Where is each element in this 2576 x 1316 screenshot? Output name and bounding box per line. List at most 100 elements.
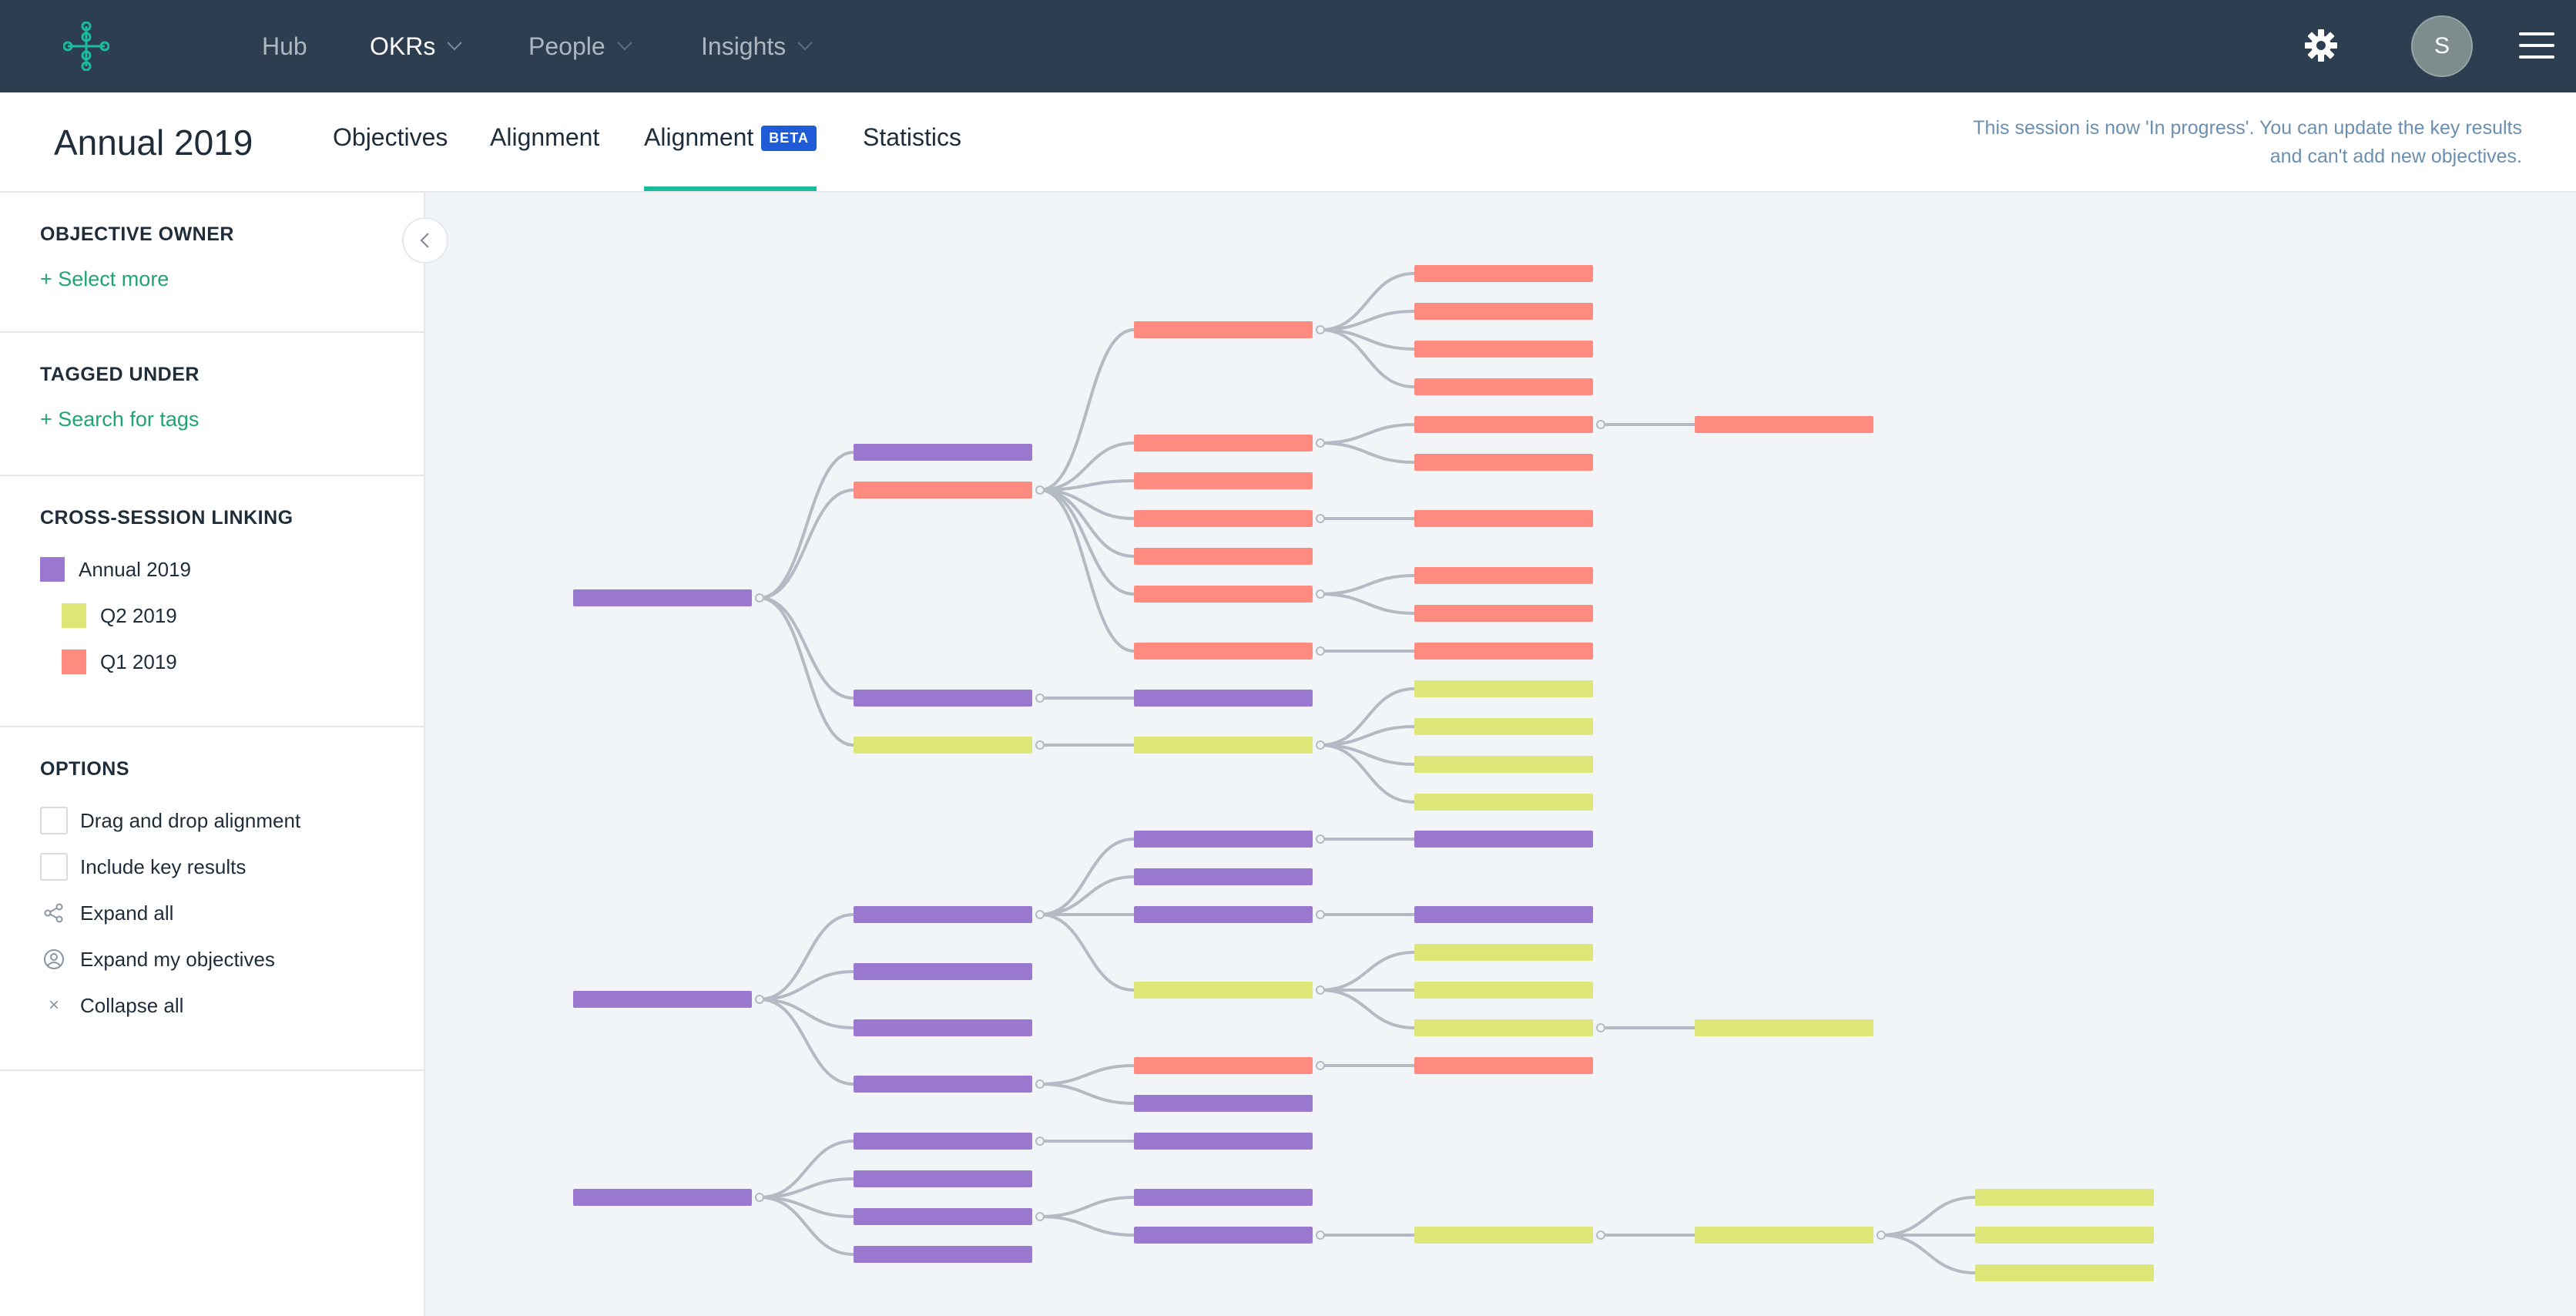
nav-insights[interactable]: Insights — [701, 29, 813, 63]
objective-node[interactable] — [573, 1189, 752, 1206]
objective-node[interactable] — [1414, 756, 1593, 773]
objective-node[interactable] — [854, 1019, 1032, 1036]
objective-node[interactable] — [1414, 643, 1593, 660]
expand-toggle[interactable] — [1316, 1061, 1325, 1070]
objective-node[interactable] — [1975, 1227, 2154, 1244]
objective-node[interactable] — [1414, 341, 1593, 358]
objective-node[interactable] — [573, 589, 752, 606]
objective-node[interactable] — [1414, 680, 1593, 697]
expand-toggle[interactable] — [1035, 1136, 1045, 1146]
expand-mine-option[interactable]: Expand my objectives — [40, 936, 424, 982]
objective-node[interactable] — [854, 482, 1032, 499]
objective-node[interactable] — [1134, 548, 1313, 565]
gear-icon[interactable] — [2303, 28, 2339, 63]
objective-node[interactable] — [1414, 982, 1593, 999]
objective-node[interactable] — [1134, 1057, 1313, 1074]
objective-node[interactable] — [1414, 605, 1593, 622]
logo-icon[interactable] — [63, 22, 109, 71]
nav-people[interactable]: People — [528, 29, 633, 63]
objective-node[interactable] — [1414, 378, 1593, 395]
select-more-link[interactable]: + Select more — [40, 267, 169, 290]
tab-statistics[interactable]: Statistics — [863, 123, 961, 191]
objective-node[interactable] — [1134, 472, 1313, 489]
avatar[interactable]: S — [2411, 15, 2473, 77]
objective-node[interactable] — [1414, 567, 1593, 584]
expand-toggle[interactable] — [1035, 485, 1045, 495]
objective-node[interactable] — [854, 1076, 1032, 1093]
objective-node[interactable] — [1975, 1189, 2154, 1206]
objective-node[interactable] — [1975, 1264, 2154, 1281]
include-kr-option[interactable]: Include key results — [40, 844, 424, 890]
objective-node[interactable] — [1134, 586, 1313, 603]
expand-toggle[interactable] — [1316, 834, 1325, 844]
objective-node[interactable] — [1414, 1019, 1593, 1036]
objective-node[interactable] — [854, 906, 1032, 923]
objective-node[interactable] — [854, 963, 1032, 980]
objective-node[interactable] — [1414, 718, 1593, 735]
objective-node[interactable] — [854, 737, 1032, 754]
expand-toggle[interactable] — [1035, 910, 1045, 919]
expand-toggle[interactable] — [1596, 1023, 1605, 1032]
expand-toggle[interactable] — [1035, 693, 1045, 703]
objective-node[interactable] — [1414, 265, 1593, 282]
expand-toggle[interactable] — [1316, 1230, 1325, 1240]
nav-okrs[interactable]: OKRs — [370, 29, 463, 63]
search-tags-link[interactable]: + Search for tags — [40, 408, 200, 431]
objective-node[interactable] — [1134, 1133, 1313, 1150]
expand-toggle[interactable] — [1316, 646, 1325, 656]
objective-node[interactable] — [1134, 435, 1313, 452]
objective-node[interactable] — [1695, 1019, 1873, 1036]
expand-toggle[interactable] — [755, 593, 764, 603]
objective-node[interactable] — [1695, 1227, 1873, 1244]
expand-toggle[interactable] — [1316, 325, 1325, 334]
objective-node[interactable] — [1134, 510, 1313, 527]
objective-node[interactable] — [1134, 737, 1313, 754]
hamburger-menu-icon[interactable] — [2519, 32, 2554, 59]
objective-node[interactable] — [1414, 906, 1593, 923]
objective-node[interactable] — [854, 444, 1032, 461]
expand-toggle[interactable] — [1035, 740, 1045, 750]
expand-toggle[interactable] — [1316, 985, 1325, 995]
expand-toggle[interactable] — [1316, 910, 1325, 919]
objective-node[interactable] — [1134, 1095, 1313, 1112]
objective-node[interactable] — [1134, 321, 1313, 338]
objective-node[interactable] — [854, 1133, 1032, 1150]
drag-drop-checkbox[interactable] — [40, 807, 68, 834]
objective-node[interactable] — [854, 690, 1032, 707]
alignment-tree[interactable] — [427, 194, 2576, 1316]
objective-node[interactable] — [1134, 1189, 1313, 1206]
objective-node[interactable] — [573, 991, 752, 1008]
nav-hub[interactable]: Hub — [262, 29, 307, 63]
expand-toggle[interactable] — [1035, 1212, 1045, 1221]
expand-toggle[interactable] — [1596, 420, 1605, 429]
expand-all-option[interactable]: Expand all — [40, 890, 424, 936]
objective-node[interactable] — [1414, 416, 1593, 433]
expand-toggle[interactable] — [1035, 1079, 1045, 1089]
objective-node[interactable] — [1134, 982, 1313, 999]
collapse-sidebar-button[interactable] — [402, 217, 448, 264]
expand-toggle[interactable] — [1877, 1230, 1886, 1240]
objective-node[interactable] — [1134, 868, 1313, 885]
alignment-tree-canvas[interactable] — [427, 194, 2576, 1316]
expand-toggle[interactable] — [755, 1193, 764, 1202]
objective-node[interactable] — [854, 1246, 1032, 1263]
expand-toggle[interactable] — [1596, 1230, 1605, 1240]
objective-node[interactable] — [854, 1208, 1032, 1225]
objective-node[interactable] — [1414, 944, 1593, 961]
include-kr-checkbox[interactable] — [40, 853, 68, 881]
objective-node[interactable] — [1134, 831, 1313, 848]
objective-node[interactable] — [854, 1170, 1032, 1187]
objective-node[interactable] — [1134, 690, 1313, 707]
objective-node[interactable] — [1414, 454, 1593, 471]
expand-toggle[interactable] — [1316, 514, 1325, 523]
drag-drop-option[interactable]: Drag and drop alignment — [40, 797, 424, 844]
objective-node[interactable] — [1414, 794, 1593, 811]
objective-node[interactable] — [1414, 510, 1593, 527]
collapse-all-option[interactable]: × Collapse all — [40, 982, 424, 1029]
expand-toggle[interactable] — [755, 995, 764, 1004]
objective-node[interactable] — [1414, 1057, 1593, 1074]
objective-node[interactable] — [1414, 303, 1593, 320]
objective-node[interactable] — [1134, 643, 1313, 660]
objective-node[interactable] — [1414, 831, 1593, 848]
